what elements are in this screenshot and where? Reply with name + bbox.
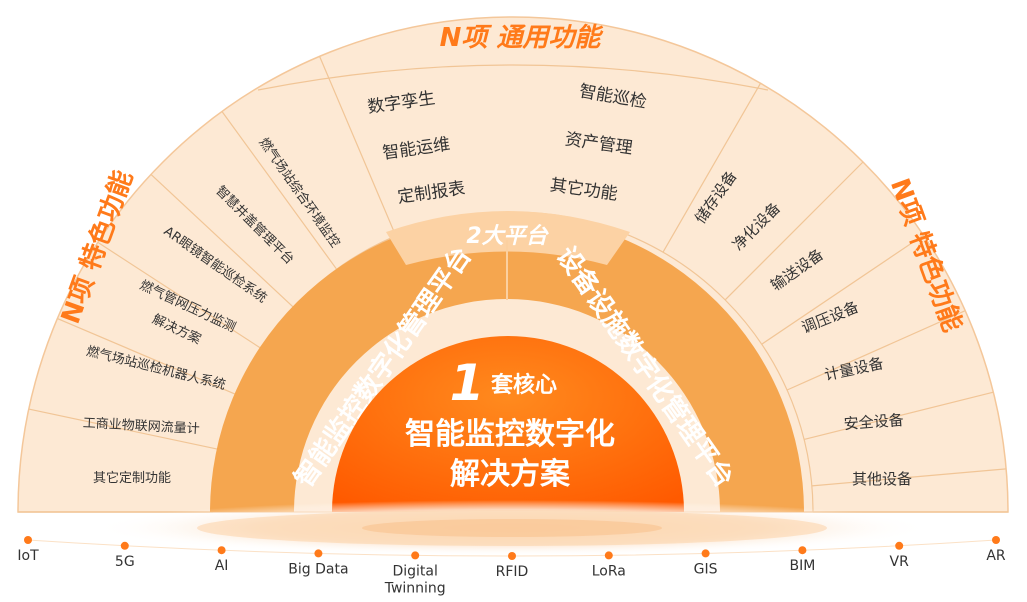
- sector-divider-line: [319, 56, 397, 237]
- sector-divider-line: [57, 318, 238, 396]
- technology-label: AI: [215, 558, 229, 574]
- technology-dot: [895, 541, 904, 550]
- outer-title: N项 通用功能: [440, 23, 604, 53]
- sector-divider-line: [662, 83, 762, 253]
- sector-divider-line: [724, 161, 864, 301]
- sector-dividers: [18, 56, 1008, 513]
- technology-dot: [217, 546, 226, 555]
- sector-divider-line: [97, 241, 262, 350]
- sector-divider-line: [811, 468, 1007, 487]
- sector-divider-line: [786, 310, 966, 391]
- technology-dot: [314, 549, 323, 558]
- core-solution-line1: 智能监控数字化: [405, 417, 615, 452]
- technology-label: Digital: [392, 563, 437, 579]
- technology-dot: [24, 536, 32, 544]
- platform-ring: [210, 215, 804, 512]
- sector-divider-line: [761, 234, 924, 345]
- technology-label: Big Data: [288, 561, 348, 577]
- technology-dot: [992, 536, 1000, 544]
- sector-divider-line: [28, 408, 220, 451]
- technology-label: AR: [986, 548, 1006, 564]
- core-number: 1: [450, 354, 485, 412]
- core-semicircle: [332, 336, 684, 512]
- left-feature-item: 工商业物联网流量计: [82, 416, 200, 437]
- technology-label: BIM: [789, 558, 815, 574]
- technology-dot: [701, 549, 710, 558]
- sector-divider-line: [803, 391, 994, 440]
- technology-dot: [508, 552, 516, 560]
- technology-label: GIS: [694, 561, 718, 577]
- technology-dot: [411, 551, 420, 560]
- top-band-arc: [257, 64, 769, 91]
- right-feature-item: 安全设备: [843, 411, 904, 433]
- sector-divider-line: [221, 111, 338, 270]
- technology-dot: [120, 541, 129, 550]
- technology-label: IoT: [17, 548, 39, 564]
- core-label: 套核心: [491, 372, 557, 398]
- left-feature-item: 其它定制功能: [93, 470, 171, 486]
- technology-label: 5G: [115, 554, 135, 570]
- technology-label: RFID: [496, 564, 529, 580]
- platform-title: 2大平台: [466, 223, 549, 249]
- core-solution-line2: 解决方案: [450, 457, 571, 492]
- technology-dot: [604, 551, 613, 560]
- technology-label: LoRa: [592, 563, 626, 579]
- technology-label: Twinning: [384, 580, 446, 596]
- technology-dot: [798, 546, 807, 555]
- platform-tab: [386, 211, 630, 265]
- base-glow-core: [362, 519, 662, 537]
- sector-divider-line: [150, 173, 295, 308]
- technology-label: VR: [890, 554, 910, 570]
- right-feature-item: 其他设备: [852, 470, 912, 488]
